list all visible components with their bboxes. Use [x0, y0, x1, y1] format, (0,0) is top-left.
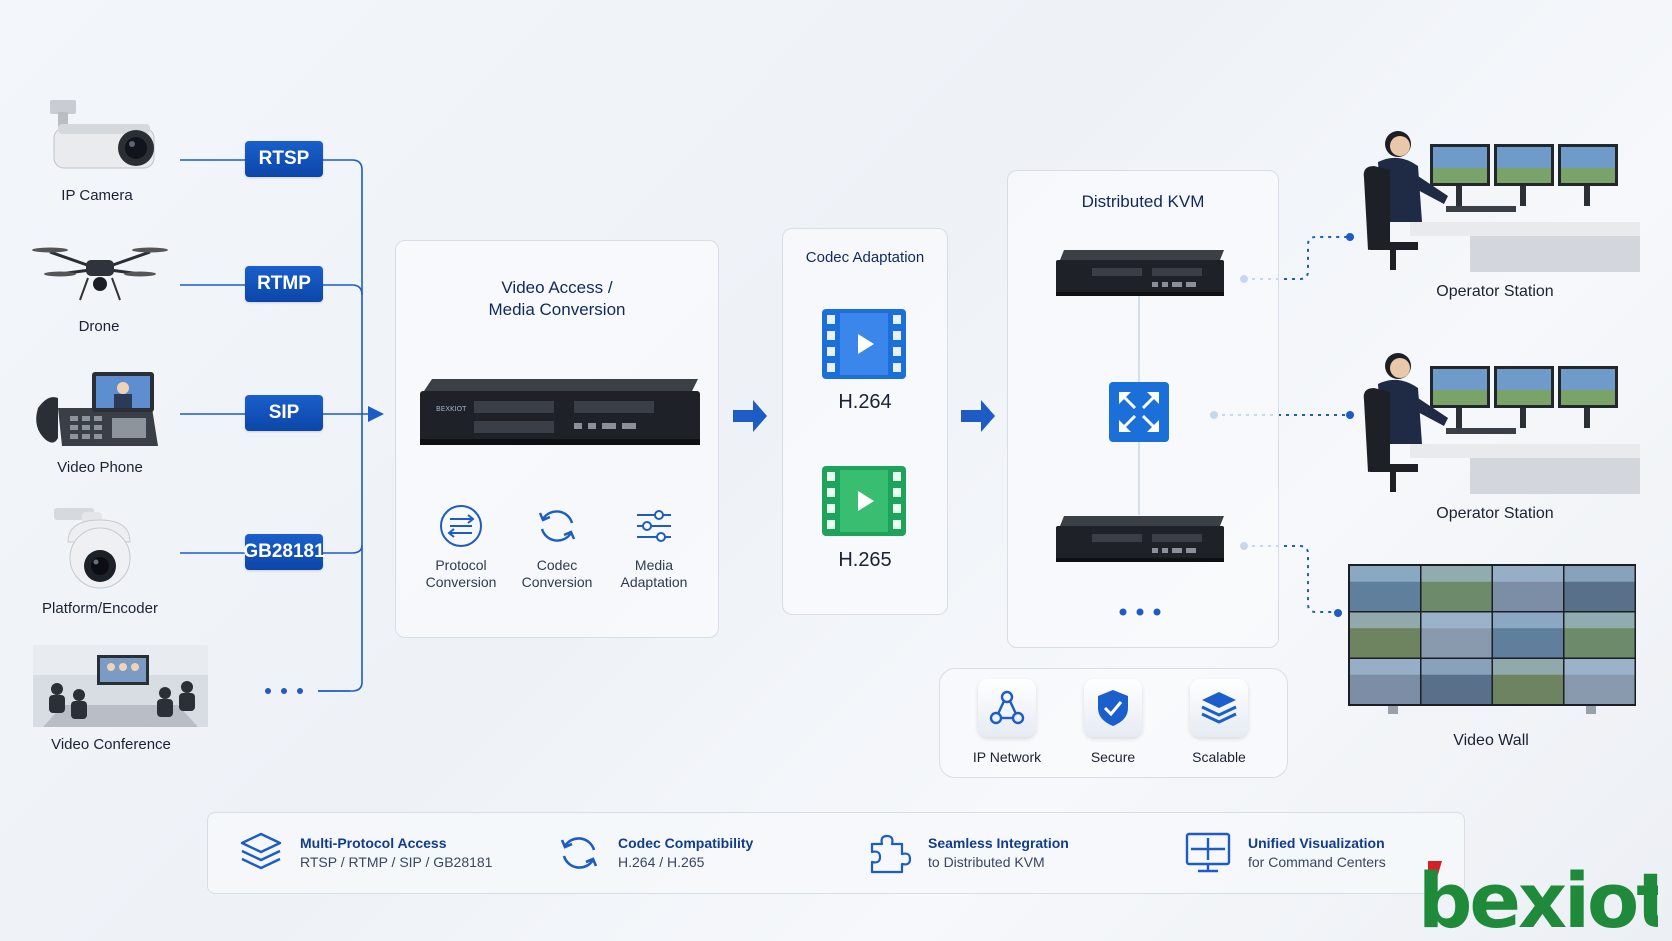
summary-item: Multi-Protocol Access RTSP / RTMP / SIP … — [238, 813, 492, 893]
source-label: Drone — [78, 318, 120, 335]
ptz-camera-image — [54, 502, 138, 595]
summary-item: Unified Visualization for Command Center… — [1184, 813, 1386, 893]
protocol-conversion-icon — [440, 505, 482, 547]
feature-secure: Secure — [1065, 679, 1161, 765]
video-wall-image — [1348, 564, 1636, 721]
feature-ip-network: IP Network — [959, 679, 1055, 765]
layers-icon — [240, 832, 282, 870]
sliders-icon — [637, 510, 671, 542]
operator-station-image — [1360, 348, 1640, 499]
refresh-icon — [538, 510, 576, 542]
protocol-badge-rtmp: RTMP — [245, 266, 323, 302]
panel-title: Video Access / Media Conversion — [488, 278, 626, 319]
kvm-device-top — [1052, 246, 1228, 305]
source-label: Platform/Encoder — [42, 600, 158, 617]
h265-film-icon — [822, 466, 906, 541]
more-dots-icon — [1119, 608, 1161, 616]
panel-title: Codec Adaptation — [805, 249, 925, 266]
device-brand-text: BEXKIOT — [436, 405, 467, 413]
destination-label: Video Wall — [1453, 732, 1529, 749]
ip-camera-image — [44, 100, 164, 190]
layers-icon — [1201, 692, 1237, 724]
drone-image — [30, 240, 170, 311]
codec-adaptation-panel: Codec Adaptation H.264 H.265 — [782, 228, 948, 615]
video-phone-image — [32, 368, 162, 455]
video-access-panel: Video Access / Media Conversion BEXKIOT … — [395, 240, 719, 638]
puzzle-icon — [870, 834, 912, 874]
destination-label: Operator Station — [1436, 283, 1554, 300]
bottom-summary-bar: Multi-Protocol Access RTSP / RTMP / SIP … — [207, 812, 1465, 894]
codec-label: H.265 — [838, 549, 892, 571]
source-label: Video Phone — [57, 459, 143, 476]
protocol-badge-rtsp: RTSP — [245, 141, 323, 177]
video-conference-image — [33, 645, 208, 732]
refresh-icon — [560, 837, 598, 869]
h264-film-icon — [822, 309, 906, 384]
tool-protocol-conversion: Protocol Conversion — [416, 503, 506, 591]
feature-scalable: Scalable — [1171, 679, 1267, 765]
shield-icon — [1098, 690, 1128, 726]
panel-title: Distributed KVM — [1081, 192, 1205, 211]
network-icon — [989, 690, 1025, 725]
protocol-badge-sip: SIP — [245, 395, 323, 431]
source-label: IP Camera — [61, 187, 133, 204]
kvm-device-bottom — [1052, 512, 1228, 571]
features-panel: IP Network Secure Scalable — [939, 668, 1288, 778]
media-gateway-device: BEXKIOT — [414, 373, 704, 458]
logo-text: bexiot — [1418, 856, 1658, 935]
operator-station-image — [1360, 126, 1640, 277]
bexiot-logo: bexiot — [1418, 855, 1672, 941]
summary-item: Codec Compatibility H.264 / H.265 — [556, 813, 753, 893]
summary-item: Seamless Integration to Distributed KVM — [866, 813, 1069, 893]
tool-media-adaptation: Media Adaptation — [609, 503, 699, 591]
kvm-switch-icon — [1109, 382, 1169, 447]
protocol-badge-gb28181: GB28181 — [243, 534, 325, 570]
destination-label: Operator Station — [1436, 505, 1554, 522]
tool-codec-conversion: Codec Conversion — [512, 503, 602, 591]
monitor-icon — [1185, 832, 1231, 873]
source-label: Video Conference — [51, 736, 171, 753]
codec-label: H.264 — [838, 391, 892, 413]
